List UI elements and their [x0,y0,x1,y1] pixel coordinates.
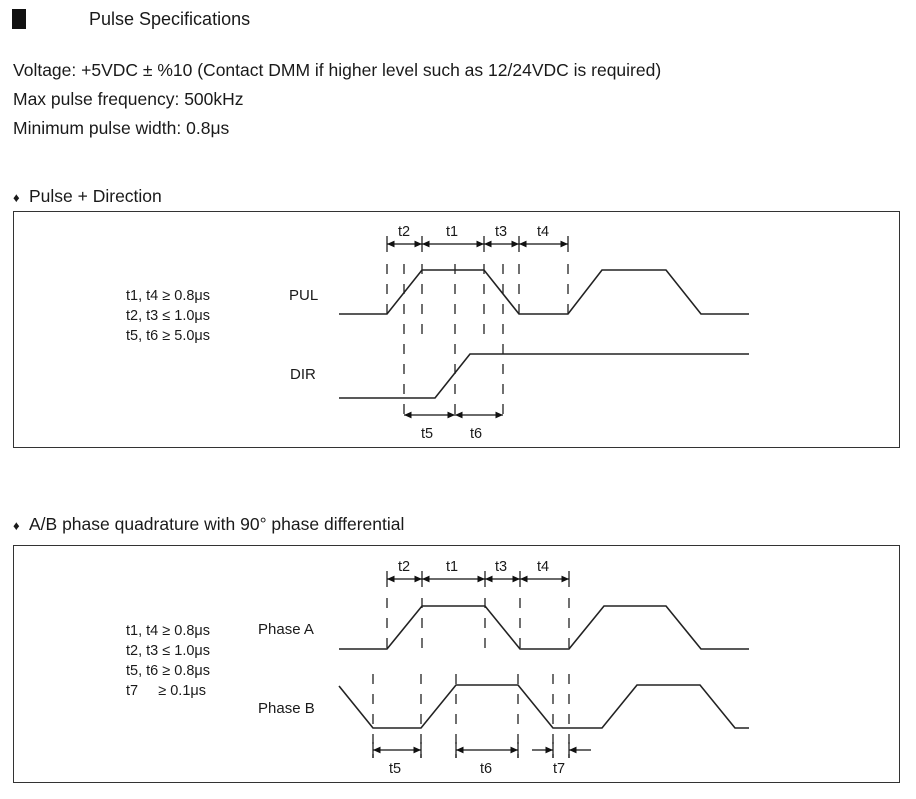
condition-line-3: t5, t6 ≥ 5.0μs [126,328,210,344]
interval-label-t5: t5 [421,426,433,442]
interval-label-t7: t7 [553,761,565,777]
interval-label-t4: t4 [537,559,549,575]
heading-marker [12,9,26,29]
interval-label-t3: t3 [495,224,507,240]
condition-line-1: t1, t4 ≥ 0.8μs [126,623,210,639]
condition-line-3: t5, t6 ≥ 0.8μs [126,663,210,679]
interval-label-t5: t5 [389,761,401,777]
pul-waveform [339,269,749,315]
bullet-icon: ♦ [13,190,20,205]
condition-line-2: t2, t3 ≤ 1.0μs [126,643,210,659]
interval-label-t6: t6 [470,426,482,442]
bottom-dimension-arrows [372,742,591,758]
section-title-text: A/B phase quadrature with 90° phase diff… [29,514,405,534]
signal-label-pul: PUL [289,287,318,304]
interval-label-t1: t1 [446,559,458,575]
timing-diagram-ab-phase: t1, t4 ≥ 0.8μs t2, t3 ≤ 1.0μs t5, t6 ≥ 0… [13,545,900,783]
bullet-icon: ♦ [13,518,20,533]
signal-label-phase-a: Phase A [258,621,314,638]
guide-lines [386,264,569,422]
condition-line-1: t1, t4 ≥ 0.8μs [126,288,210,304]
interval-label-t2: t2 [398,224,410,240]
interval-label-t3: t3 [495,559,507,575]
signal-label-phase-b: Phase B [258,700,315,717]
top-dimension-arrows [386,571,570,587]
dir-waveform [339,353,749,399]
signal-label-dir: DIR [290,366,316,383]
condition-line-2: t2, t3 ≤ 1.0μs [126,308,210,324]
section-title-text: Pulse + Direction [29,186,162,206]
interval-label-t4: t4 [537,224,549,240]
spec-frequency: Max pulse frequency: 500kHz [13,89,244,109]
interval-label-t6: t6 [480,761,492,777]
timing-diagram-pulse-direction: t1, t4 ≥ 0.8μs t2, t3 ≤ 1.0μs t5, t6 ≥ 5… [13,211,900,448]
spec-voltage: Voltage: +5VDC ± %10 (Contact DMM if hig… [13,60,662,80]
phase-b-waveform [338,684,749,729]
condition-line-4: t7 ≥ 0.1μs [126,683,206,699]
guide-lines [372,598,570,758]
phase-a-waveform [339,605,749,650]
interval-label-t2: t2 [398,559,410,575]
interval-label-t1: t1 [446,224,458,240]
spec-pulse-width: Minimum pulse width: 0.8μs [13,118,230,138]
page-heading: Pulse Specifications [89,9,251,29]
section-title-ab-phase: ♦ A/B phase quadrature with 90° phase dif… [13,514,404,535]
timing-svg-1: t1, t4 ≥ 0.8μs t2, t3 ≤ 1.0μs t5, t6 ≥ 5… [126,224,749,442]
top-dimension-arrows [386,236,569,252]
section-title-pulse-direction: ♦ Pulse + Direction [13,186,162,207]
timing-svg-2: t1, t4 ≥ 0.8μs t2, t3 ≤ 1.0μs t5, t6 ≥ 0… [126,559,749,777]
